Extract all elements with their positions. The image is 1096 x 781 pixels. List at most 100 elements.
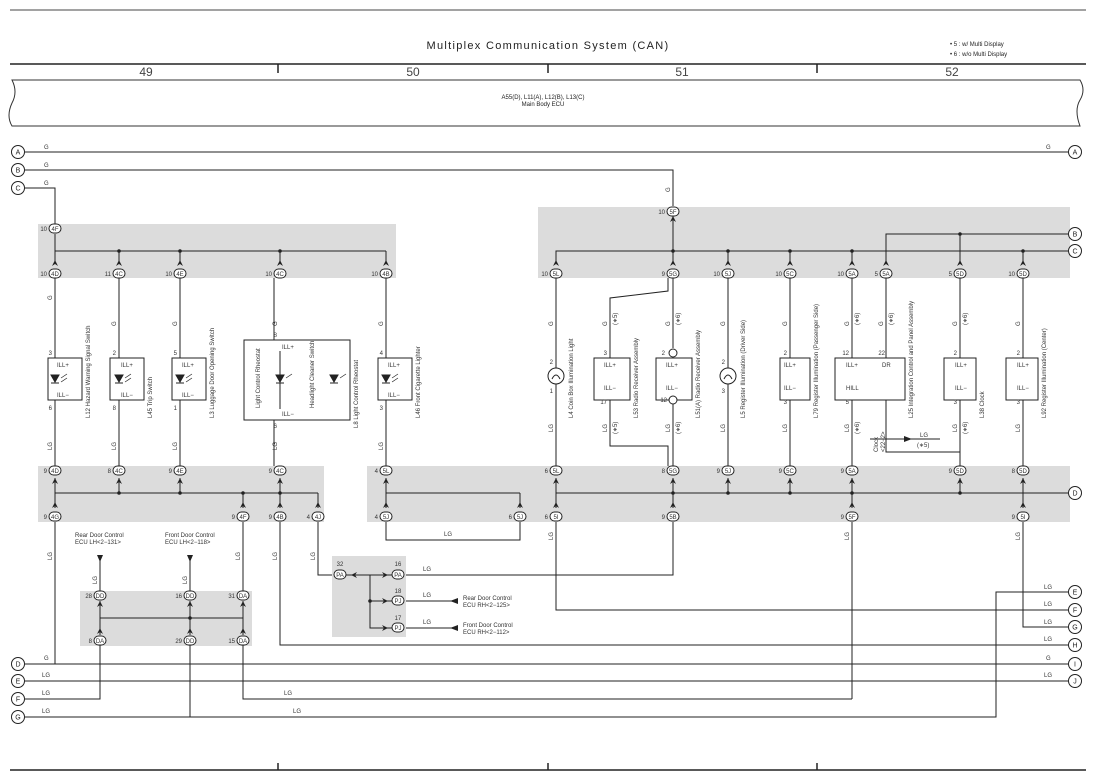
svg-text:G: G <box>44 181 49 187</box>
svg-text:B: B <box>1073 232 1078 239</box>
svg-text:(∗5): (∗5) <box>613 313 619 325</box>
svg-text:1: 1 <box>550 389 554 395</box>
svg-text:ECU RH<2−125>: ECU RH<2−125> <box>463 603 510 609</box>
column-number: 49 <box>139 65 153 79</box>
svg-text:5F: 5F <box>848 515 855 521</box>
svg-text:G: G <box>112 321 118 326</box>
svg-text:4D: 4D <box>51 272 59 278</box>
svg-text:G: G <box>1072 625 1077 632</box>
svg-text:F: F <box>1073 608 1077 615</box>
svg-text:LG: LG <box>1044 620 1052 626</box>
svg-text:8: 8 <box>662 469 666 475</box>
svg-text:3: 3 <box>1017 400 1021 406</box>
svg-text:LG: LG <box>1044 637 1052 643</box>
connector-marker: D <box>1068 486 1082 500</box>
component-label: Headlight Cleaner Switch <box>310 341 316 408</box>
svg-text:G: G <box>549 321 555 326</box>
svg-text:4D: 4D <box>51 469 59 475</box>
svg-text:4C: 4C <box>276 469 284 475</box>
svg-text:LG: LG <box>783 424 789 432</box>
svg-text:5: 5 <box>846 400 850 406</box>
connector-marker: B <box>11 163 25 177</box>
svg-text:10: 10 <box>658 210 665 216</box>
component-label: L25 Integration Control and Panel Assemb… <box>909 301 915 418</box>
svg-text:G: G <box>173 321 179 326</box>
svg-text:PA: PA <box>394 573 402 579</box>
svg-text:ILL−: ILL− <box>666 386 678 392</box>
svg-text:(∗5): (∗5) <box>917 443 929 449</box>
svg-text:ILL+: ILL+ <box>604 363 616 369</box>
svg-text:9: 9 <box>841 469 845 475</box>
column-number: 50 <box>406 65 420 79</box>
svg-text:4E: 4E <box>176 469 183 475</box>
svg-text:2: 2 <box>550 360 554 366</box>
svg-text:LG: LG <box>845 424 851 432</box>
svg-text:(∗6): (∗6) <box>963 422 969 434</box>
svg-text:9: 9 <box>169 469 173 475</box>
svg-text:ILL+: ILL+ <box>57 363 69 369</box>
svg-text:5D: 5D <box>1019 272 1027 278</box>
svg-text:G: G <box>879 321 885 326</box>
svg-text:LG: LG <box>273 552 279 560</box>
svg-text:G: G <box>666 321 672 326</box>
svg-text:(∗6): (∗6) <box>855 313 861 325</box>
svg-text:G: G <box>44 163 49 169</box>
svg-text:G: G <box>44 656 49 662</box>
svg-text:ECU LH<2−131>: ECU LH<2−131> <box>75 540 121 546</box>
svg-text:ILL−: ILL− <box>1017 386 1029 392</box>
svg-text:PJ: PJ <box>394 626 401 632</box>
page-title: Multiplex Communication System (CAN) <box>426 40 669 52</box>
svg-text:5D: 5D <box>956 469 964 475</box>
svg-text:LG: LG <box>183 576 189 584</box>
svg-text:ECU RH<2−112>: ECU RH<2−112> <box>463 630 510 636</box>
connector-marker: F <box>11 692 25 706</box>
svg-text:LG: LG <box>379 442 385 450</box>
svg-text:LG: LG <box>284 691 292 697</box>
svg-text:B: B <box>16 168 21 175</box>
svg-text:6: 6 <box>49 406 53 412</box>
svg-text:ILL+: ILL+ <box>955 363 967 369</box>
connector-marker: I <box>1068 657 1082 671</box>
svg-text:12: 12 <box>660 398 667 404</box>
svg-text:(∗6): (∗6) <box>676 313 682 325</box>
component-label: L12 Hazard Warning Signal Switch <box>86 326 92 419</box>
svg-text:17: 17 <box>600 400 607 406</box>
svg-text:5A: 5A <box>848 469 855 475</box>
svg-text:G: G <box>273 321 279 326</box>
svg-text:5A: 5A <box>848 272 855 278</box>
svg-text:A: A <box>1073 150 1078 157</box>
component-label: L45 Trip Switch <box>148 377 154 418</box>
svg-text:ECU LH<2−118>: ECU LH<2−118> <box>165 540 211 546</box>
svg-text:16: 16 <box>395 562 402 568</box>
svg-text:LG: LG <box>48 552 54 560</box>
svg-text:(∗6): (∗6) <box>676 422 682 434</box>
svg-text:ILL+: ILL+ <box>784 363 796 369</box>
svg-text:2: 2 <box>113 351 117 357</box>
svg-text:6: 6 <box>274 424 278 430</box>
svg-text:G: G <box>953 321 959 326</box>
component-label: L46 Front Cigarette Lighter <box>416 346 422 418</box>
svg-text:3: 3 <box>954 400 958 406</box>
connector-marker: E <box>11 674 25 688</box>
svg-text:LG: LG <box>311 552 317 560</box>
svg-text:5D: 5D <box>1019 469 1027 475</box>
svg-text:(∗6): (∗6) <box>963 313 969 325</box>
svg-text:ILL+: ILL+ <box>846 363 858 369</box>
svg-text:LG: LG <box>721 424 727 432</box>
svg-text:2: 2 <box>662 351 666 357</box>
svg-text:5C: 5C <box>786 272 794 278</box>
connector-marker: H <box>1068 638 1082 652</box>
column-number: 52 <box>945 65 959 79</box>
svg-text:DD: DD <box>186 594 195 600</box>
svg-text:LG: LG <box>1044 602 1052 608</box>
svg-text:5I: 5I <box>553 515 558 521</box>
svg-text:LG: LG <box>1044 585 1052 591</box>
svg-text:31: 31 <box>228 594 235 600</box>
svg-text:9: 9 <box>1012 515 1016 521</box>
svg-text:LG: LG <box>549 532 555 540</box>
ecu-connector-list: A55(D), L11(A), L12(B), L13(C) <box>502 95 585 101</box>
svg-text:28: 28 <box>85 594 92 600</box>
svg-text:9: 9 <box>662 272 666 278</box>
svg-text:3: 3 <box>784 400 788 406</box>
